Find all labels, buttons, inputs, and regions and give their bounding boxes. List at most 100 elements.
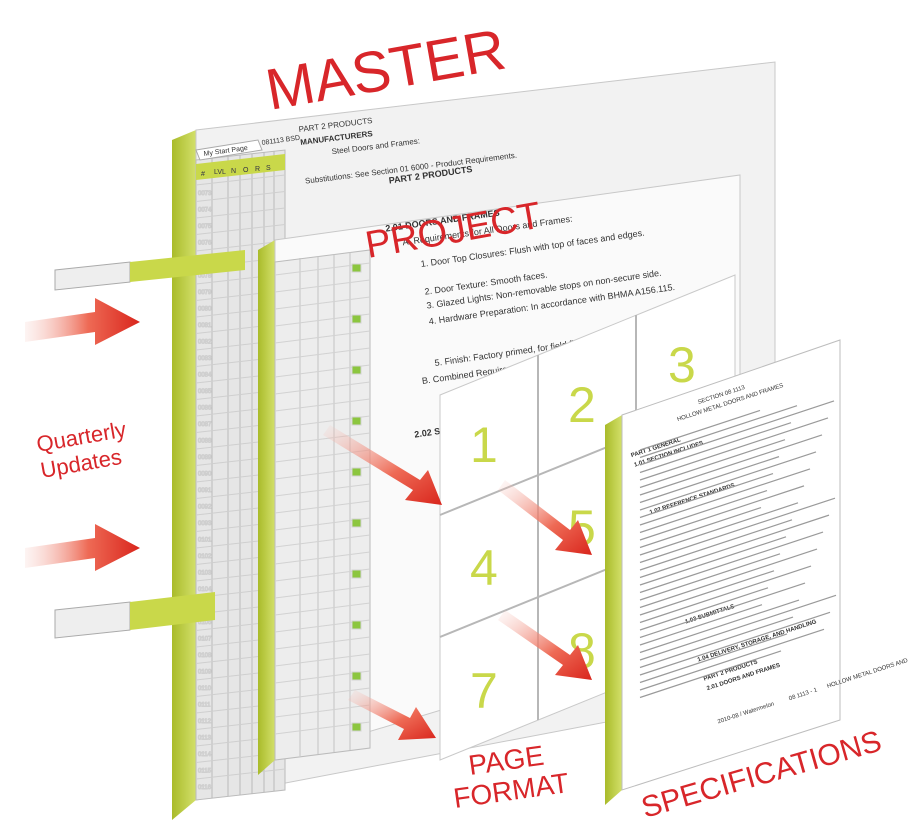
project-row-line bbox=[274, 398, 371, 412]
page-number: 7 bbox=[470, 663, 498, 719]
master-row-number: 0088 bbox=[198, 439, 212, 445]
project-row-line bbox=[274, 381, 371, 395]
status-box bbox=[351, 263, 362, 273]
master-row-number: 0110 bbox=[198, 686, 212, 692]
master-row-number: 0108 bbox=[198, 653, 212, 659]
master-row-number: 0111 bbox=[198, 703, 211, 709]
master-row-number: 0087 bbox=[198, 422, 212, 428]
spec-text-line bbox=[639, 514, 830, 579]
master-row-number: 0107 bbox=[198, 637, 212, 643]
project-row-line bbox=[274, 534, 371, 548]
spec-text-line bbox=[639, 536, 787, 586]
page-arrows bbox=[323, 425, 592, 740]
project-row-line bbox=[274, 636, 371, 650]
spec-text-line bbox=[639, 519, 793, 571]
spec-text-line bbox=[639, 507, 762, 549]
master-row-number: 0082 bbox=[198, 340, 212, 346]
project-row-line bbox=[274, 432, 371, 446]
page-number: 1 bbox=[470, 417, 498, 473]
master-row-number: 0075 bbox=[198, 224, 212, 230]
specifications-document: SECTION 08 1113 HOLLOW METAL DOORS AND F… bbox=[605, 339, 908, 805]
spec-text-line bbox=[639, 616, 794, 669]
project-row-line bbox=[274, 330, 371, 344]
diag-arrow-icon bbox=[323, 425, 442, 505]
master-row-number: 0090 bbox=[198, 472, 212, 478]
spec-text-line bbox=[639, 485, 805, 541]
spec-text-line bbox=[639, 439, 786, 489]
update-tab-top bbox=[54, 250, 245, 291]
col-header: N bbox=[231, 168, 236, 175]
project-row-line bbox=[274, 296, 371, 310]
spec-text-line bbox=[639, 400, 835, 466]
spec-text-line bbox=[639, 604, 763, 646]
master-row-number: 0106 bbox=[198, 620, 212, 626]
master-row-line bbox=[195, 224, 286, 235]
master-row-number: 0092 bbox=[198, 505, 212, 511]
page-number: 2 bbox=[568, 377, 596, 433]
master-row-number: 0109 bbox=[198, 670, 212, 676]
col-header: # bbox=[201, 171, 205, 178]
master-row-number: 0076 bbox=[198, 241, 212, 247]
project-row-line bbox=[274, 500, 371, 514]
master-row-number: 0086 bbox=[198, 406, 212, 412]
spec-text-line bbox=[639, 417, 829, 481]
master-row-line bbox=[195, 174, 286, 186]
update-tab-bottom bbox=[54, 592, 215, 639]
spec-text-line bbox=[639, 570, 775, 616]
spec-text-line bbox=[639, 434, 823, 496]
spec-text-line bbox=[639, 490, 768, 534]
project-row-line bbox=[274, 347, 371, 361]
project-row-line bbox=[274, 687, 371, 701]
diag-arrow-icon bbox=[498, 480, 592, 555]
spec-text-line bbox=[639, 451, 817, 511]
spec-text-line bbox=[639, 587, 769, 631]
project-row-line bbox=[274, 279, 371, 293]
status-box bbox=[351, 416, 362, 426]
master-row-line bbox=[195, 191, 286, 202]
master-row-line bbox=[195, 768, 286, 780]
spec-text-line bbox=[639, 633, 788, 684]
master-row-number: 0089 bbox=[198, 455, 212, 461]
master-row-number: 0081 bbox=[198, 323, 212, 329]
spec-text-line bbox=[639, 502, 799, 556]
master-row-number: 0101 bbox=[198, 538, 212, 544]
master-row-number: 0104 bbox=[198, 587, 212, 593]
master-row-number: 0116 bbox=[198, 785, 212, 791]
master-row-line bbox=[195, 240, 286, 252]
spec-text-line bbox=[639, 599, 800, 654]
master-row-number: 0078 bbox=[198, 274, 212, 280]
spec-text-line bbox=[639, 548, 818, 609]
spec-text-line bbox=[639, 565, 812, 624]
master-row-number: 0112 bbox=[198, 719, 212, 725]
status-box bbox=[351, 314, 362, 324]
project-row-line bbox=[274, 653, 371, 667]
spec-text-line bbox=[639, 468, 811, 526]
page-number: 4 bbox=[470, 540, 498, 596]
col-header: O bbox=[243, 167, 249, 174]
status-box bbox=[351, 518, 362, 528]
spec-text-line bbox=[639, 456, 780, 504]
master-row-number: 0102 bbox=[198, 554, 212, 560]
spec-text-line bbox=[639, 611, 831, 676]
master-row-number: 0073 bbox=[198, 191, 212, 197]
status-box bbox=[351, 467, 362, 477]
spec-text-line bbox=[639, 531, 824, 594]
project-row-line bbox=[274, 585, 371, 599]
spec-text-line bbox=[639, 473, 774, 519]
status-box bbox=[351, 620, 362, 630]
col-header: LVL bbox=[214, 169, 226, 176]
master-row-number: 0103 bbox=[198, 571, 212, 577]
master-row-number: 0074 bbox=[198, 208, 212, 214]
master-row-number: 0080 bbox=[198, 307, 212, 313]
spec-text-line bbox=[639, 553, 781, 601]
spec-text-line bbox=[639, 650, 782, 699]
col-header: S bbox=[266, 165, 271, 172]
page-number: 3 bbox=[668, 337, 696, 393]
spec-text-line bbox=[639, 582, 806, 639]
status-box bbox=[351, 671, 362, 681]
master-row-number: 0079 bbox=[198, 290, 212, 296]
master-row-number: 0091 bbox=[198, 488, 212, 494]
status-box bbox=[351, 365, 362, 375]
